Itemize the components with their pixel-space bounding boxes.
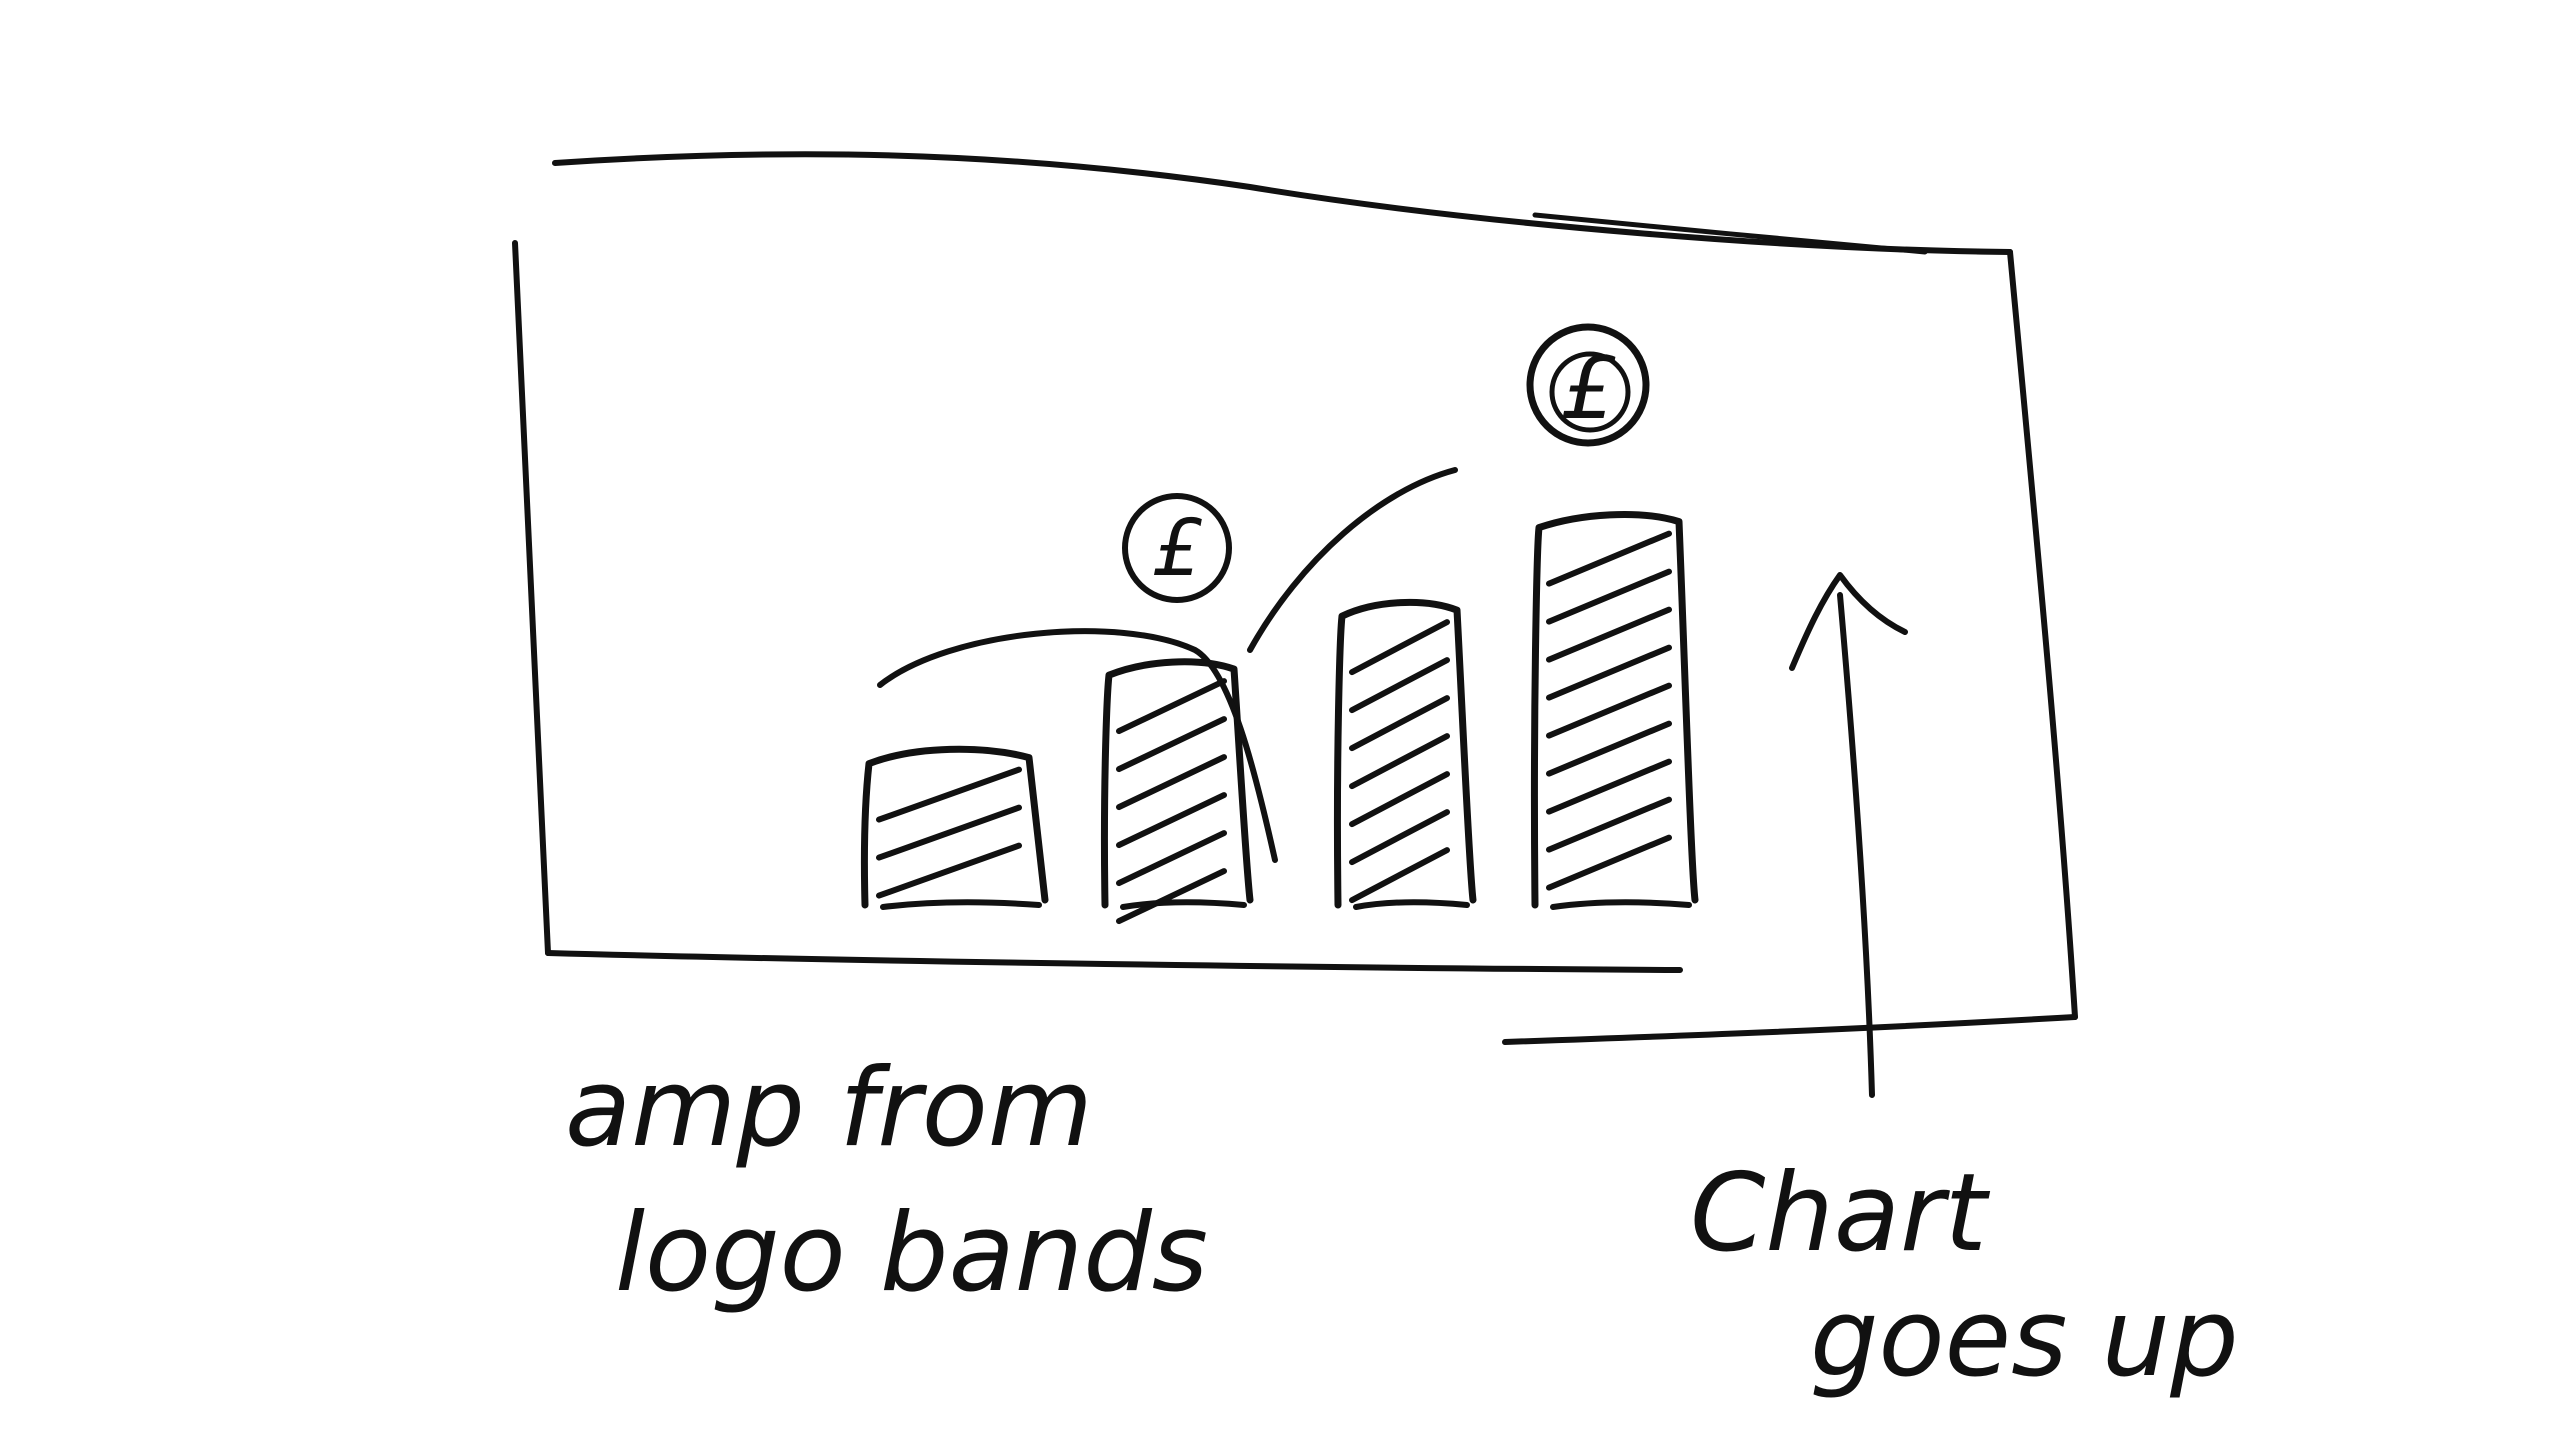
bar-base — [1353, 899, 1470, 910]
bar-1 — [860, 745, 1049, 910]
caption-right-line-1: Chart — [1690, 1151, 1990, 1276]
bar-4 — [1530, 511, 1699, 910]
caption-left: amp from logo bands — [565, 1046, 1208, 1316]
bar-2 — [1100, 658, 1254, 925]
bar-3 — [1333, 598, 1477, 910]
trend-curve — [877, 628, 1278, 863]
sketch-frame — [512, 151, 2078, 1045]
bar-outline — [1100, 658, 1254, 909]
coin-badge-label: £ — [1152, 504, 1202, 594]
coin-icon: £ — [1526, 323, 1650, 447]
caption-right-line-2: goes up — [1810, 1276, 2239, 1401]
hatch-pattern — [1116, 678, 1227, 925]
hatch-pattern — [876, 766, 1022, 899]
bar-base — [1120, 899, 1247, 910]
trend-curve-upper — [1247, 467, 1458, 653]
bar-outline — [1530, 511, 1699, 909]
bar-group — [860, 511, 1699, 925]
bar-base — [880, 899, 1042, 910]
caption-left-line-2: logo bands — [615, 1191, 1208, 1316]
hatch-pattern — [1546, 530, 1672, 891]
up-arrow-icon — [1789, 572, 1908, 1098]
coin-badge-label: £ — [1561, 339, 1616, 439]
bar-base — [1550, 899, 1692, 910]
bar-outline — [860, 745, 1049, 909]
hatch-pattern — [1349, 619, 1450, 904]
coin-icon: £ — [1122, 493, 1232, 603]
bar-outline — [1333, 598, 1477, 909]
caption-right: Chart goes up — [1690, 1151, 2239, 1401]
caption-left-line-1: amp from — [565, 1046, 1093, 1171]
